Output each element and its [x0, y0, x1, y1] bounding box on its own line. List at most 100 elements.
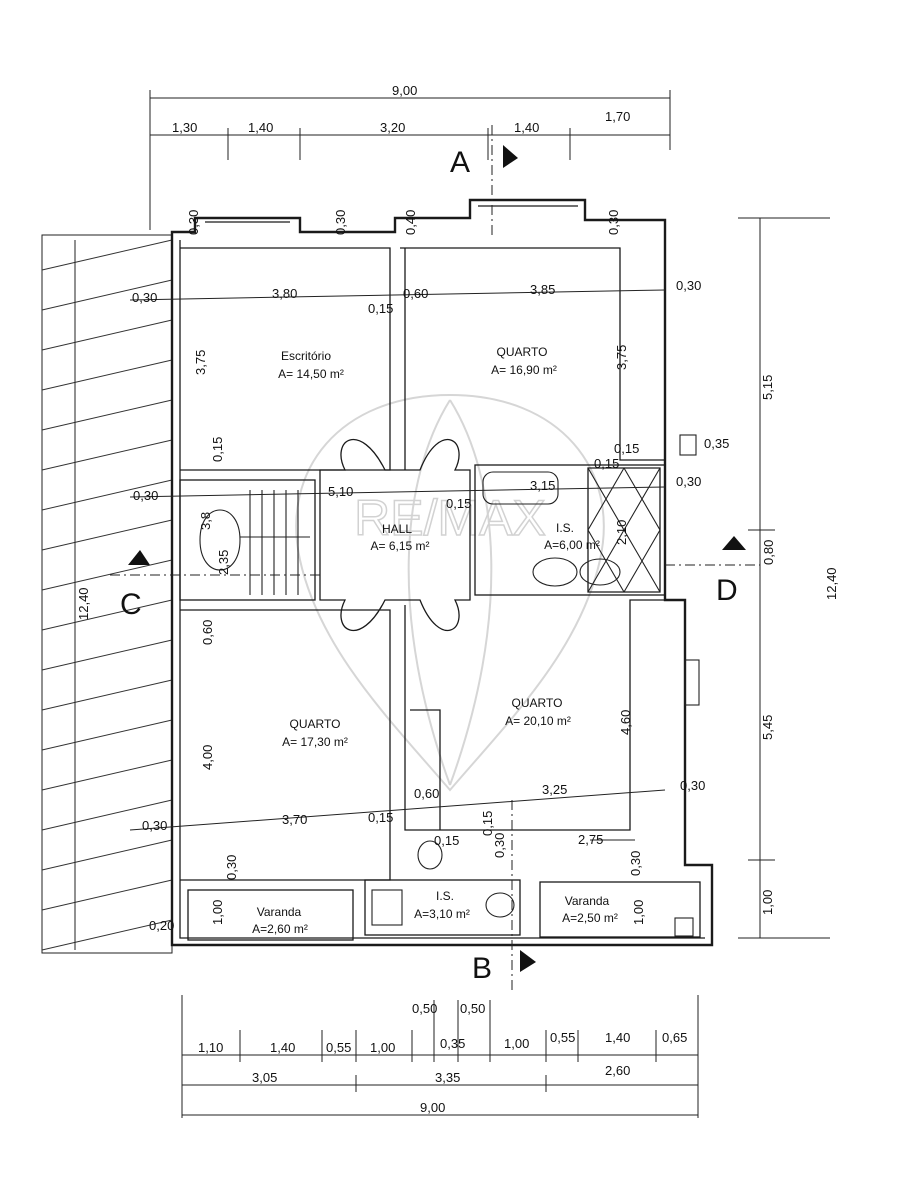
dim-right-3: 1,00: [760, 890, 775, 915]
dim-q-sw-height: 4,00: [200, 745, 215, 770]
dim-l-020: 0,20: [149, 918, 174, 933]
watermark: RE/MAX: [295, 393, 605, 792]
triangle-icon: [503, 145, 518, 168]
dim-top-2: 1,40: [248, 120, 273, 135]
dim-q-se-height: 4,60: [618, 710, 633, 735]
room-escritorio-name: Escritório: [281, 349, 331, 363]
dim-right-1: 5,15: [760, 375, 775, 400]
dim-esc-width: 3,80: [272, 286, 297, 301]
room-quarto-sw-name: QUARTO: [290, 717, 341, 731]
room-varanda-e-name: Varanda: [565, 894, 610, 908]
dim-wall-030-d: 0,30: [224, 855, 239, 880]
dim-r-030-low: 0,30: [680, 778, 705, 793]
dim-bottom-8: 1,40: [605, 1030, 630, 1045]
dim-bottom-6: 1,00: [504, 1036, 529, 1051]
dim-wall-080: 0,80: [761, 540, 776, 565]
section-marker-b: B: [472, 952, 492, 985]
dim-bottom-2: 1,40: [270, 1040, 295, 1055]
dim-stair-b: 3,8: [198, 512, 213, 530]
dim-right-total: 12,40: [824, 567, 839, 600]
dim-q-ne-width: 3,85: [530, 282, 555, 297]
dim-top-total: 9,00: [392, 83, 417, 98]
dim-left-total: 12,40: [76, 587, 91, 620]
bottom-dimensions: 1,10 1,40 0,55 1,00 0,35 1,00 0,55 1,40 …: [181, 995, 699, 1118]
room-is-main-name: I.S.: [556, 521, 574, 535]
dim-l-030-mid: 0,30: [133, 488, 158, 503]
dim-wall-060-b: 0,60: [200, 620, 215, 645]
dim-bottom-total: 9,00: [420, 1100, 445, 1115]
dim-var-e-h: 1,00: [631, 900, 646, 925]
dim-bottom-small-2: 0,50: [460, 1001, 485, 1016]
room-quarto-sw-area: A= 17,30 m²: [282, 735, 348, 749]
dim-right-2: 5,45: [760, 715, 775, 740]
dim-bottom-small-1: 0,50: [412, 1001, 437, 1016]
dim-wall-030-a: 0,30: [186, 210, 201, 235]
room-varanda-w-name: Varanda: [257, 905, 302, 919]
triangle-icon: [128, 550, 150, 565]
dim-wall-015-a: 0,15: [368, 301, 393, 316]
dim-esc-height: 3,75: [193, 350, 208, 375]
dim-top-5: 1,70: [605, 109, 630, 124]
dim-l-030-top: 0,30: [132, 290, 157, 305]
section-marker-a: A: [450, 146, 470, 179]
room-quarto-se-name: QUARTO: [512, 696, 563, 710]
dim-bottom-3: 0,55: [326, 1040, 351, 1055]
room-is-small-area: A=3,10 m²: [414, 907, 470, 921]
section-marker-d: D: [716, 574, 738, 607]
dim-wall-015-d: 0,15: [446, 496, 471, 511]
room-is-main-area: A=6,00 m²: [544, 538, 600, 552]
section-markers: A B C D: [110, 125, 760, 992]
dim-wall-015-f: 0,15: [368, 810, 393, 825]
dim-q-se-width: 3,25: [542, 782, 567, 797]
top-dimensions: 9,00 1,30 1,40 3,20 1,40 1,70: [149, 83, 671, 230]
interior-walls: [179, 247, 701, 941]
hatched-boundary: [41, 234, 173, 954]
room-labels: Escritório A= 14,50 m² QUARTO A= 16,90 m…: [252, 345, 618, 936]
dim-wall-030-f: 0,30: [492, 833, 507, 858]
room-escritorio-area: A= 14,50 m²: [278, 367, 344, 381]
dim-r-030-top: 0,30: [676, 278, 701, 293]
dim-wall-030-c: 0,30: [606, 210, 621, 235]
dim-bottom-row2-3: 2,60: [605, 1063, 630, 1078]
dim-wall-015-b: 0,15: [210, 437, 225, 462]
dim-wall-015-c: 0,15: [614, 441, 639, 456]
dim-bottom-row2-2: 3,35: [435, 1070, 460, 1085]
exterior-walls: [170, 198, 714, 947]
dim-wall-060-a: 0,60: [403, 286, 428, 301]
triangle-icon: [722, 536, 746, 550]
room-hall-area: A= 6,15 m²: [370, 539, 429, 553]
dim-wall-015-g: 0,15: [480, 811, 495, 836]
dim-wall-015-h: 0,15: [434, 833, 459, 848]
interior-dimensions: 0,30 0,30 0,40 0,30 0,30 3,80 0,15 0,60 …: [129, 210, 776, 933]
dim-is-width: 3,15: [530, 478, 555, 493]
dim-bottom-7: 0,55: [550, 1030, 575, 1045]
dim-bottom-5: 0,35: [440, 1036, 465, 1051]
room-quarto-ne-name: QUARTO: [497, 345, 548, 359]
dim-top-1: 1,30: [172, 120, 197, 135]
room-is-small-name: I.S.: [436, 889, 454, 903]
room-hall-name: HALL: [382, 522, 412, 536]
room-quarto-se-area: A= 20,10 m²: [505, 714, 571, 728]
triangle-icon: [520, 950, 536, 972]
dim-var-w-h: 1,00: [210, 900, 225, 925]
room-quarto-ne-area: A= 16,90 m²: [491, 363, 557, 377]
dim-l-030-low: 0,30: [142, 818, 167, 833]
dim-wall-035: 0,35: [704, 436, 729, 451]
dim-q-sw-width: 3,70: [282, 812, 307, 827]
room-varanda-e-area: A=2,50 m²: [562, 911, 618, 925]
dim-wall-030-e: 0,30: [628, 851, 643, 876]
room-varanda-w-area: A=2,60 m²: [252, 922, 308, 936]
section-marker-c: C: [120, 588, 142, 621]
dim-wall-040: 0,40: [403, 210, 418, 235]
dim-top-4: 1,40: [514, 120, 539, 135]
dim-bottom-1: 1,10: [198, 1040, 223, 1055]
dim-hall-width: 5,10: [328, 484, 353, 499]
dim-bottom-9: 0,65: [662, 1030, 687, 1045]
dim-bottom-row2-1: 3,05: [252, 1070, 277, 1085]
dim-r-030-mid: 0,30: [676, 474, 701, 489]
dim-is-height: 2,10: [614, 520, 629, 545]
dim-bottom-4: 1,00: [370, 1040, 395, 1055]
dim-q-se-lower: 2,75: [578, 832, 603, 847]
dim-top-3: 3,20: [380, 120, 405, 135]
